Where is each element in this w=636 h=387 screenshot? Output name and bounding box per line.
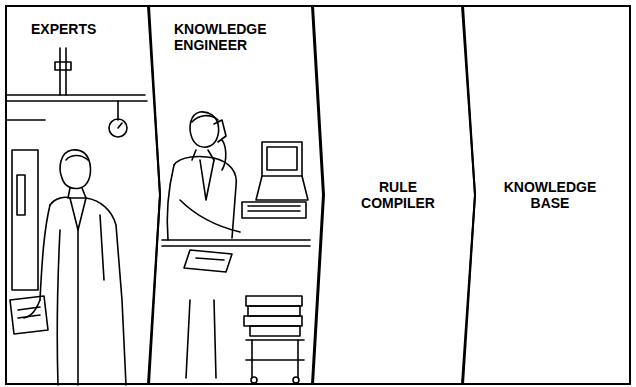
- chevron-panel: KNOWLEDGE BASE: [462, 5, 632, 385]
- machinery-drawing: [6, 48, 147, 290]
- papers-and-books: [184, 250, 304, 383]
- panel-label: KNOWLEDGE ENGINEER: [174, 21, 274, 53]
- chevron-outline: [148, 5, 324, 385]
- panel-label: EXPERTS: [31, 21, 141, 37]
- chevron-panel: RULE COMPILER: [312, 5, 476, 385]
- chevron-outline: [5, 5, 161, 385]
- chevron-panel: EXPERTS: [5, 5, 161, 385]
- engineer-figure: [162, 112, 310, 246]
- computer-terminal: [242, 142, 308, 218]
- chevron-panel: KNOWLEDGE ENGINEER: [148, 5, 324, 385]
- panel-label: KNOWLEDGE BASE: [498, 179, 602, 211]
- panel-label: RULE COMPILER: [348, 179, 448, 211]
- expert-figure: [10, 150, 126, 385]
